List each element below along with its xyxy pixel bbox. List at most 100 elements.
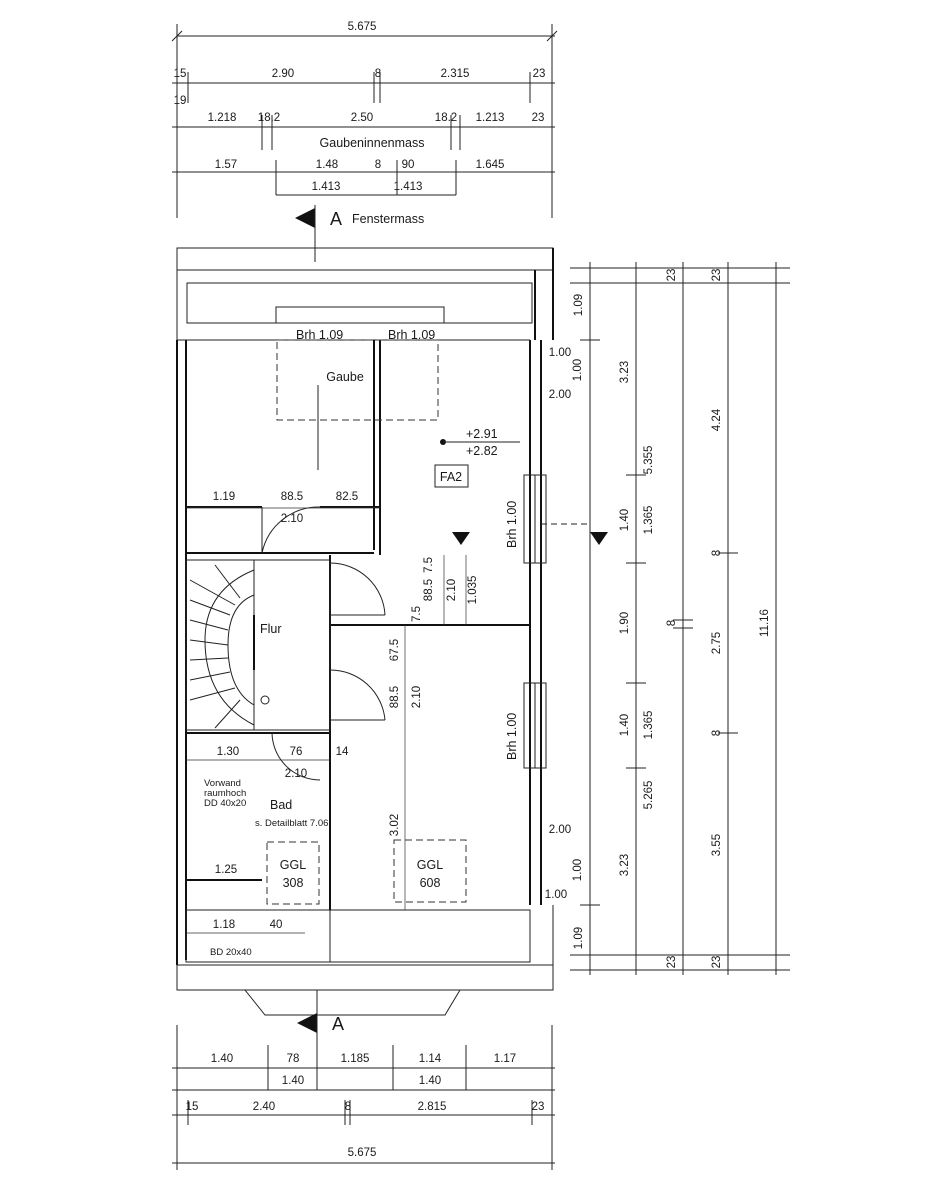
inner-dim: 88.5 <box>423 579 435 601</box>
east-small-dim: 1.00 <box>572 859 584 881</box>
inner-dim: 88.5 <box>389 686 401 708</box>
right-dim: 8 <box>666 620 678 626</box>
right-dimension-chains: 1.09 1.40 1.90 1.40 1.09 3.23 5.355 1.36… <box>570 262 790 975</box>
right-dim: 23 <box>666 956 678 969</box>
ggl-right-label: GGL <box>417 858 443 872</box>
ggl-left-label: 308 <box>283 876 304 890</box>
bottom-dim: 1.185 <box>341 1053 370 1065</box>
top-dim-value: 1.57 <box>215 159 237 171</box>
top-dim-value: 23 <box>533 68 546 80</box>
inner-dim: 1.25 <box>215 864 237 876</box>
level-bottom: +2.82 <box>466 444 498 458</box>
top-dim-value: 8 <box>375 68 381 80</box>
top-dimension-chains: 5.675 15 19 2.90 8 2.315 23 1.218 18.2 2… <box>171 21 558 218</box>
top-dim-value: 15 <box>174 68 187 80</box>
gaubeninnenmass-label: Gaubeninnenmass <box>320 136 425 150</box>
right-dim: 1.90 <box>619 612 631 634</box>
bottom-dim: 15 <box>186 1101 199 1113</box>
gaube-label: Gaube <box>326 370 364 384</box>
inner-dim: 1.18 <box>213 919 235 931</box>
bottom-dim: 1.17 <box>494 1053 516 1065</box>
doors <box>260 506 386 781</box>
right-dim: 2.75 <box>711 632 723 654</box>
right-dim: 11.16 <box>759 609 771 637</box>
right-dim: 1.365 <box>643 711 655 740</box>
right-dim: 1.365 <box>643 506 655 535</box>
right-dim: 1.09 <box>573 927 585 949</box>
bottom-dimension-chains: 1.40 78 1.185 1.14 1.17 1.40 1.40 15 2.4… <box>172 1025 555 1170</box>
right-dim: 4.24 <box>711 408 723 431</box>
bottom-dim: 1.40 <box>282 1075 304 1087</box>
right-dim: 1.40 <box>619 509 631 531</box>
fa2-label: FA2 <box>440 470 462 484</box>
top-dim-value: 8 <box>375 159 381 171</box>
top-dim-value: 1.213 <box>476 112 505 124</box>
bottom-dim: 1.14 <box>419 1053 442 1065</box>
inner-dim: 1.30 <box>217 746 239 758</box>
inner-dim: 2.10 <box>446 579 458 601</box>
brh-left-label: Brh 1.09 <box>296 328 343 342</box>
inner-dim: 14 <box>336 746 349 758</box>
top-dim-value: 19 <box>174 95 187 107</box>
top-total-width: 5.675 <box>348 21 377 33</box>
top-dim-value: 23 <box>532 112 545 124</box>
east-small-dim: 1.00 <box>572 359 584 381</box>
top-dim-value: 90 <box>402 159 415 171</box>
top-dim-value: 2.315 <box>441 68 470 80</box>
brh-east-bottom: Brh 1.00 <box>505 713 519 760</box>
section-letter: A <box>332 1014 344 1034</box>
bottom-dim: 78 <box>287 1053 300 1065</box>
level-top: +2.91 <box>466 427 498 441</box>
stair <box>185 559 255 731</box>
interior-walls <box>186 340 530 910</box>
inner-dim: 82.5 <box>336 491 358 503</box>
right-dim: 1.40 <box>619 714 631 736</box>
bd-label: BD 20x40 <box>210 947 252 958</box>
right-dim: 5.355 <box>643 446 655 475</box>
right-dim: 3.55 <box>711 834 723 856</box>
brh-right-label: Brh 1.09 <box>388 328 435 342</box>
right-dim: 8 <box>711 550 723 556</box>
inner-dim: 76 <box>290 746 303 758</box>
bad-label: Bad <box>270 798 292 812</box>
right-dim: 1.09 <box>573 294 585 316</box>
dashed-openings <box>266 339 467 905</box>
inner-dimensions: 1.19 88.5 82.5 2.10 7.5 88.5 2.10 1.035 … <box>186 347 584 934</box>
ggl-left-label: GGL <box>280 858 306 872</box>
east-small-dim: 1.00 <box>545 889 567 901</box>
inner-dim: 1.19 <box>213 491 235 503</box>
east-small-dim: 2.00 <box>549 389 571 401</box>
bad-note: s. Detailblatt 7.06 <box>255 818 328 829</box>
inner-dim: 40 <box>270 919 283 931</box>
right-dim: 23 <box>711 956 723 969</box>
inner-dim: 1.035 <box>467 576 479 605</box>
inner-dim: 3.02 <box>389 814 401 836</box>
inner-dim: 88.5 <box>281 491 303 503</box>
top-dim-value: 1.48 <box>316 159 338 171</box>
section-letter: A <box>330 209 342 229</box>
inner-dim: 2.10 <box>411 686 423 708</box>
inner-dim: 7.5 <box>423 557 435 573</box>
ggl-right-label: 608 <box>420 876 441 890</box>
bottom-dim: 2.40 <box>253 1101 275 1113</box>
right-dim: 3.23 <box>619 361 631 383</box>
section-marker-mid <box>452 532 470 545</box>
inner-dim: 67.5 <box>389 639 401 661</box>
top-dim-value: 18.2 <box>435 112 457 124</box>
building-outline <box>176 247 554 1016</box>
top-dim-value: 2.90 <box>272 68 294 80</box>
bottom-dim: 8 <box>345 1101 351 1113</box>
vorwand-label: Vorwand <box>204 778 241 789</box>
right-dim: 8 <box>711 730 723 736</box>
brh-east-top: Brh 1.00 <box>505 501 519 548</box>
top-dim-value: 1.218 <box>208 112 237 124</box>
east-small-dim: 2.00 <box>549 824 571 836</box>
vorwand-label: raumhoch <box>204 788 246 799</box>
bottom-dim: 2.815 <box>418 1101 447 1113</box>
inner-dim: 7.5 <box>411 606 423 622</box>
vorwand-label: DD 40x20 <box>204 798 246 809</box>
right-dim: 23 <box>711 269 723 282</box>
section-marker-top: A Fenstermass <box>295 205 424 262</box>
bottom-dim: 1.40 <box>419 1075 441 1087</box>
